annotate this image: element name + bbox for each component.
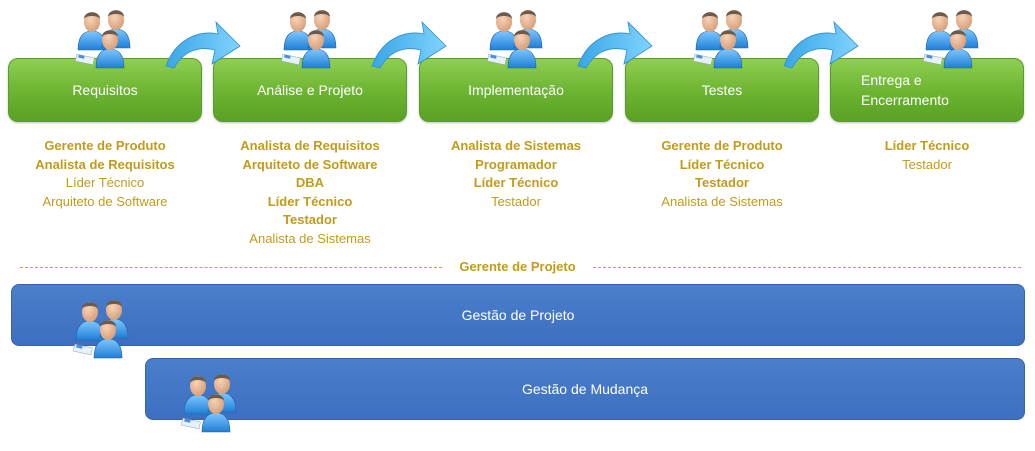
people-group-icon xyxy=(918,6,990,76)
phase-label: Requisitos xyxy=(72,82,138,98)
roles-testes: Gerente de Produto Líder Técnico Testado… xyxy=(622,137,822,211)
phase-entrega-encerramento: Entrega e Encerramento xyxy=(830,58,1024,122)
separator-line-left xyxy=(20,267,442,268)
roles-requisitos: Gerente de Produto Analista de Requisito… xyxy=(5,137,205,211)
people-group-icon xyxy=(482,6,554,76)
role: DBA xyxy=(295,175,325,190)
people-group-icon xyxy=(176,370,248,440)
phase-requisitos: Requisitos xyxy=(8,58,202,122)
role: Líder Técnico xyxy=(473,175,559,190)
role: Líder Técnico xyxy=(267,193,353,209)
role: Testador xyxy=(491,193,541,209)
phase-analise-projeto: Análise e Projeto xyxy=(213,58,407,122)
phase-implementacao: Implementação xyxy=(419,58,613,122)
curved-arrow-icon xyxy=(371,20,447,69)
roles-entrega-encerramento: Líder Técnico Testador xyxy=(827,137,1027,174)
phase-label: Testes xyxy=(701,82,743,98)
phase-label: Entrega e Encerramento xyxy=(861,72,949,108)
role: Analista de Sistemas xyxy=(249,230,371,246)
curved-arrow-icon xyxy=(783,20,859,69)
people-group-icon xyxy=(70,6,142,76)
band-gestao-projeto: Gestão de Projeto xyxy=(11,284,1025,346)
phase-label: Implementação xyxy=(468,82,564,98)
role: Testador xyxy=(902,156,952,172)
band-label: Gestão de Mudança xyxy=(521,381,649,397)
role: Gerente de Produto xyxy=(661,138,783,153)
curved-arrow-icon xyxy=(165,20,241,69)
role: Testador xyxy=(283,212,337,227)
role: Testador xyxy=(695,175,749,190)
role: Líder Técnico xyxy=(679,156,765,172)
role: Analista de Sistemas xyxy=(661,193,783,209)
role: Líder Técnico xyxy=(884,138,970,153)
separator-label: Gerente de Projeto xyxy=(459,259,576,274)
people-group-icon xyxy=(276,6,348,76)
role: Líder Técnico xyxy=(65,175,145,190)
role: Analista de Requisitos xyxy=(240,138,380,153)
band-gestao-mudanca: Gestão de Mudança xyxy=(145,358,1025,420)
role: Analista de Requisitos xyxy=(35,156,175,172)
band-label: Gestão de Projeto xyxy=(461,307,575,323)
phase-label: Análise e Projeto xyxy=(257,82,363,98)
role: Programador xyxy=(475,156,557,172)
role: Arquiteto de Software xyxy=(242,156,378,172)
phase-testes: Testes xyxy=(625,58,819,122)
role: Arquiteto de Software xyxy=(42,193,168,209)
people-group-icon xyxy=(688,6,760,76)
separator-line-right xyxy=(593,267,1021,268)
people-group-icon xyxy=(68,296,140,366)
curved-arrow-icon xyxy=(577,20,653,69)
roles-implementacao: Analista de Sistemas Programador Líder T… xyxy=(416,137,616,211)
role: Analista de Sistemas xyxy=(450,138,582,153)
role: Gerente de Produto xyxy=(44,138,166,153)
roles-analise-projeto: Analista de Requisitos Arquiteto de Soft… xyxy=(210,137,410,248)
